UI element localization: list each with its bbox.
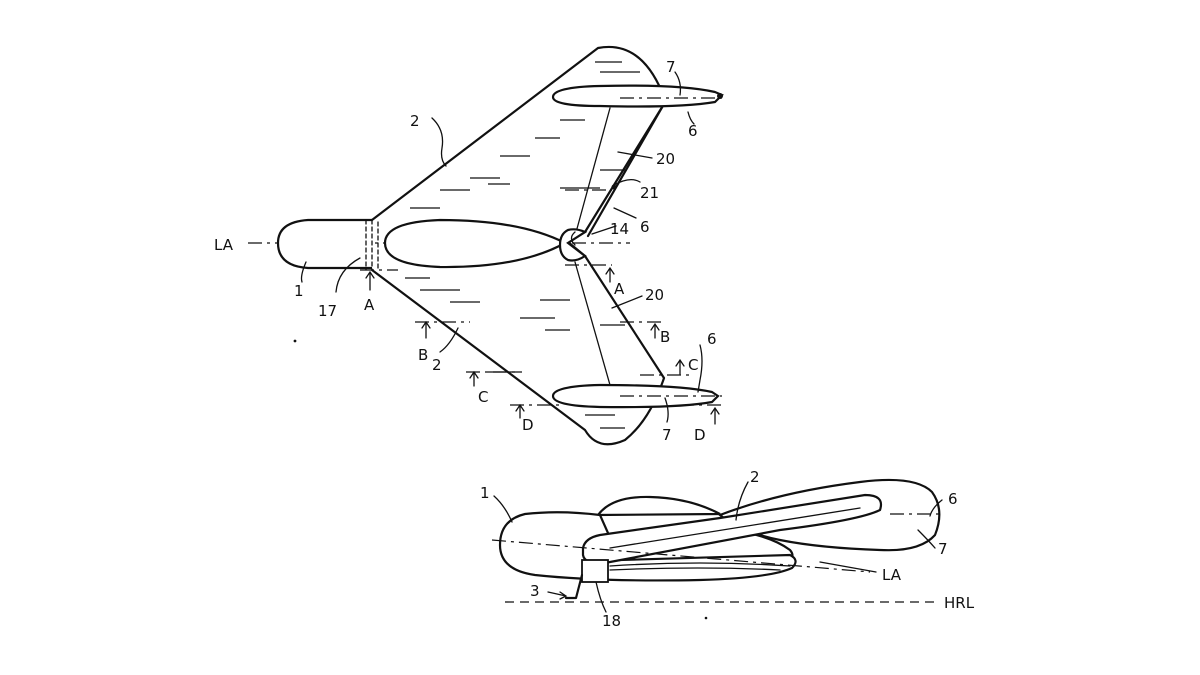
front-body <box>276 218 372 270</box>
label-6-mid: 6 <box>640 218 650 236</box>
label-14: 14 <box>610 220 629 238</box>
label-7-bottom: 7 <box>938 540 948 558</box>
inner-line-lower <box>574 261 611 386</box>
wing-trailing-upper <box>586 102 666 238</box>
upper-pod <box>551 84 724 108</box>
label-1-bottom: 1 <box>480 484 490 502</box>
label-a-left: A <box>364 296 375 314</box>
leader-2 <box>735 481 749 521</box>
label-20-upper: 20 <box>656 150 675 168</box>
leader-1 <box>493 495 513 523</box>
label-2-lower: 2 <box>432 356 442 374</box>
leader-3 <box>547 591 568 600</box>
label-7-lower: 7 <box>662 426 672 444</box>
inner-line-upper <box>574 107 611 237</box>
longitudinal-axis-bottom <box>491 539 871 573</box>
stray-dot <box>293 339 297 343</box>
blade-inner-line <box>609 507 861 549</box>
label-c-left: C <box>478 388 488 406</box>
label-17: 17 <box>318 302 337 320</box>
label-18: 18 <box>602 612 621 630</box>
node-14-inner <box>570 231 576 246</box>
label-1-top: 1 <box>294 282 304 300</box>
label-2-upper: 2 <box>410 112 420 130</box>
leader-6 <box>929 499 943 517</box>
hook-3 <box>564 573 584 600</box>
leader-la <box>819 561 877 573</box>
label-d-right: D <box>694 426 706 444</box>
central-body <box>383 218 568 269</box>
plan-view: LA 1 17 A 2 2 B C D 7 6 20 21 14 6 A 20 … <box>214 45 724 446</box>
label-b-left: B <box>418 346 428 364</box>
label-2-bottom: 2 <box>750 468 760 486</box>
point-21 <box>611 184 617 190</box>
label-21: 21 <box>640 184 659 202</box>
leader-7 <box>917 529 936 549</box>
fitting-18 <box>581 559 609 583</box>
label-a-right: A <box>614 280 625 298</box>
label-6-bottom: 6 <box>948 490 958 508</box>
lower-pod <box>551 383 720 409</box>
label-d-left: D <box>522 416 534 434</box>
label-la-bottom: LA <box>882 566 902 584</box>
label-20-lower: 20 <box>645 286 664 304</box>
leader-18 <box>595 581 607 613</box>
underside-line-1 <box>609 562 791 567</box>
label-b-right: B <box>660 328 670 346</box>
underside-line-2 <box>609 567 781 571</box>
perspective-view: 1 2 6 7 LA 3 18 HRL <box>480 468 975 630</box>
rear-hump <box>595 495 721 517</box>
label-la-top: LA <box>214 236 234 254</box>
section-arrows <box>365 266 720 425</box>
label-6-upper: 6 <box>688 122 698 140</box>
label-6-lower: 6 <box>707 330 717 348</box>
label-3: 3 <box>530 582 540 600</box>
label-hrl: HRL <box>944 594 975 612</box>
label-c-right: C <box>688 356 698 374</box>
wing-hatching <box>405 61 640 429</box>
node-14 <box>558 228 588 262</box>
leader-lines <box>300 71 703 423</box>
stray-dot-bottom <box>704 616 708 620</box>
label-7-upper: 7 <box>666 58 676 76</box>
